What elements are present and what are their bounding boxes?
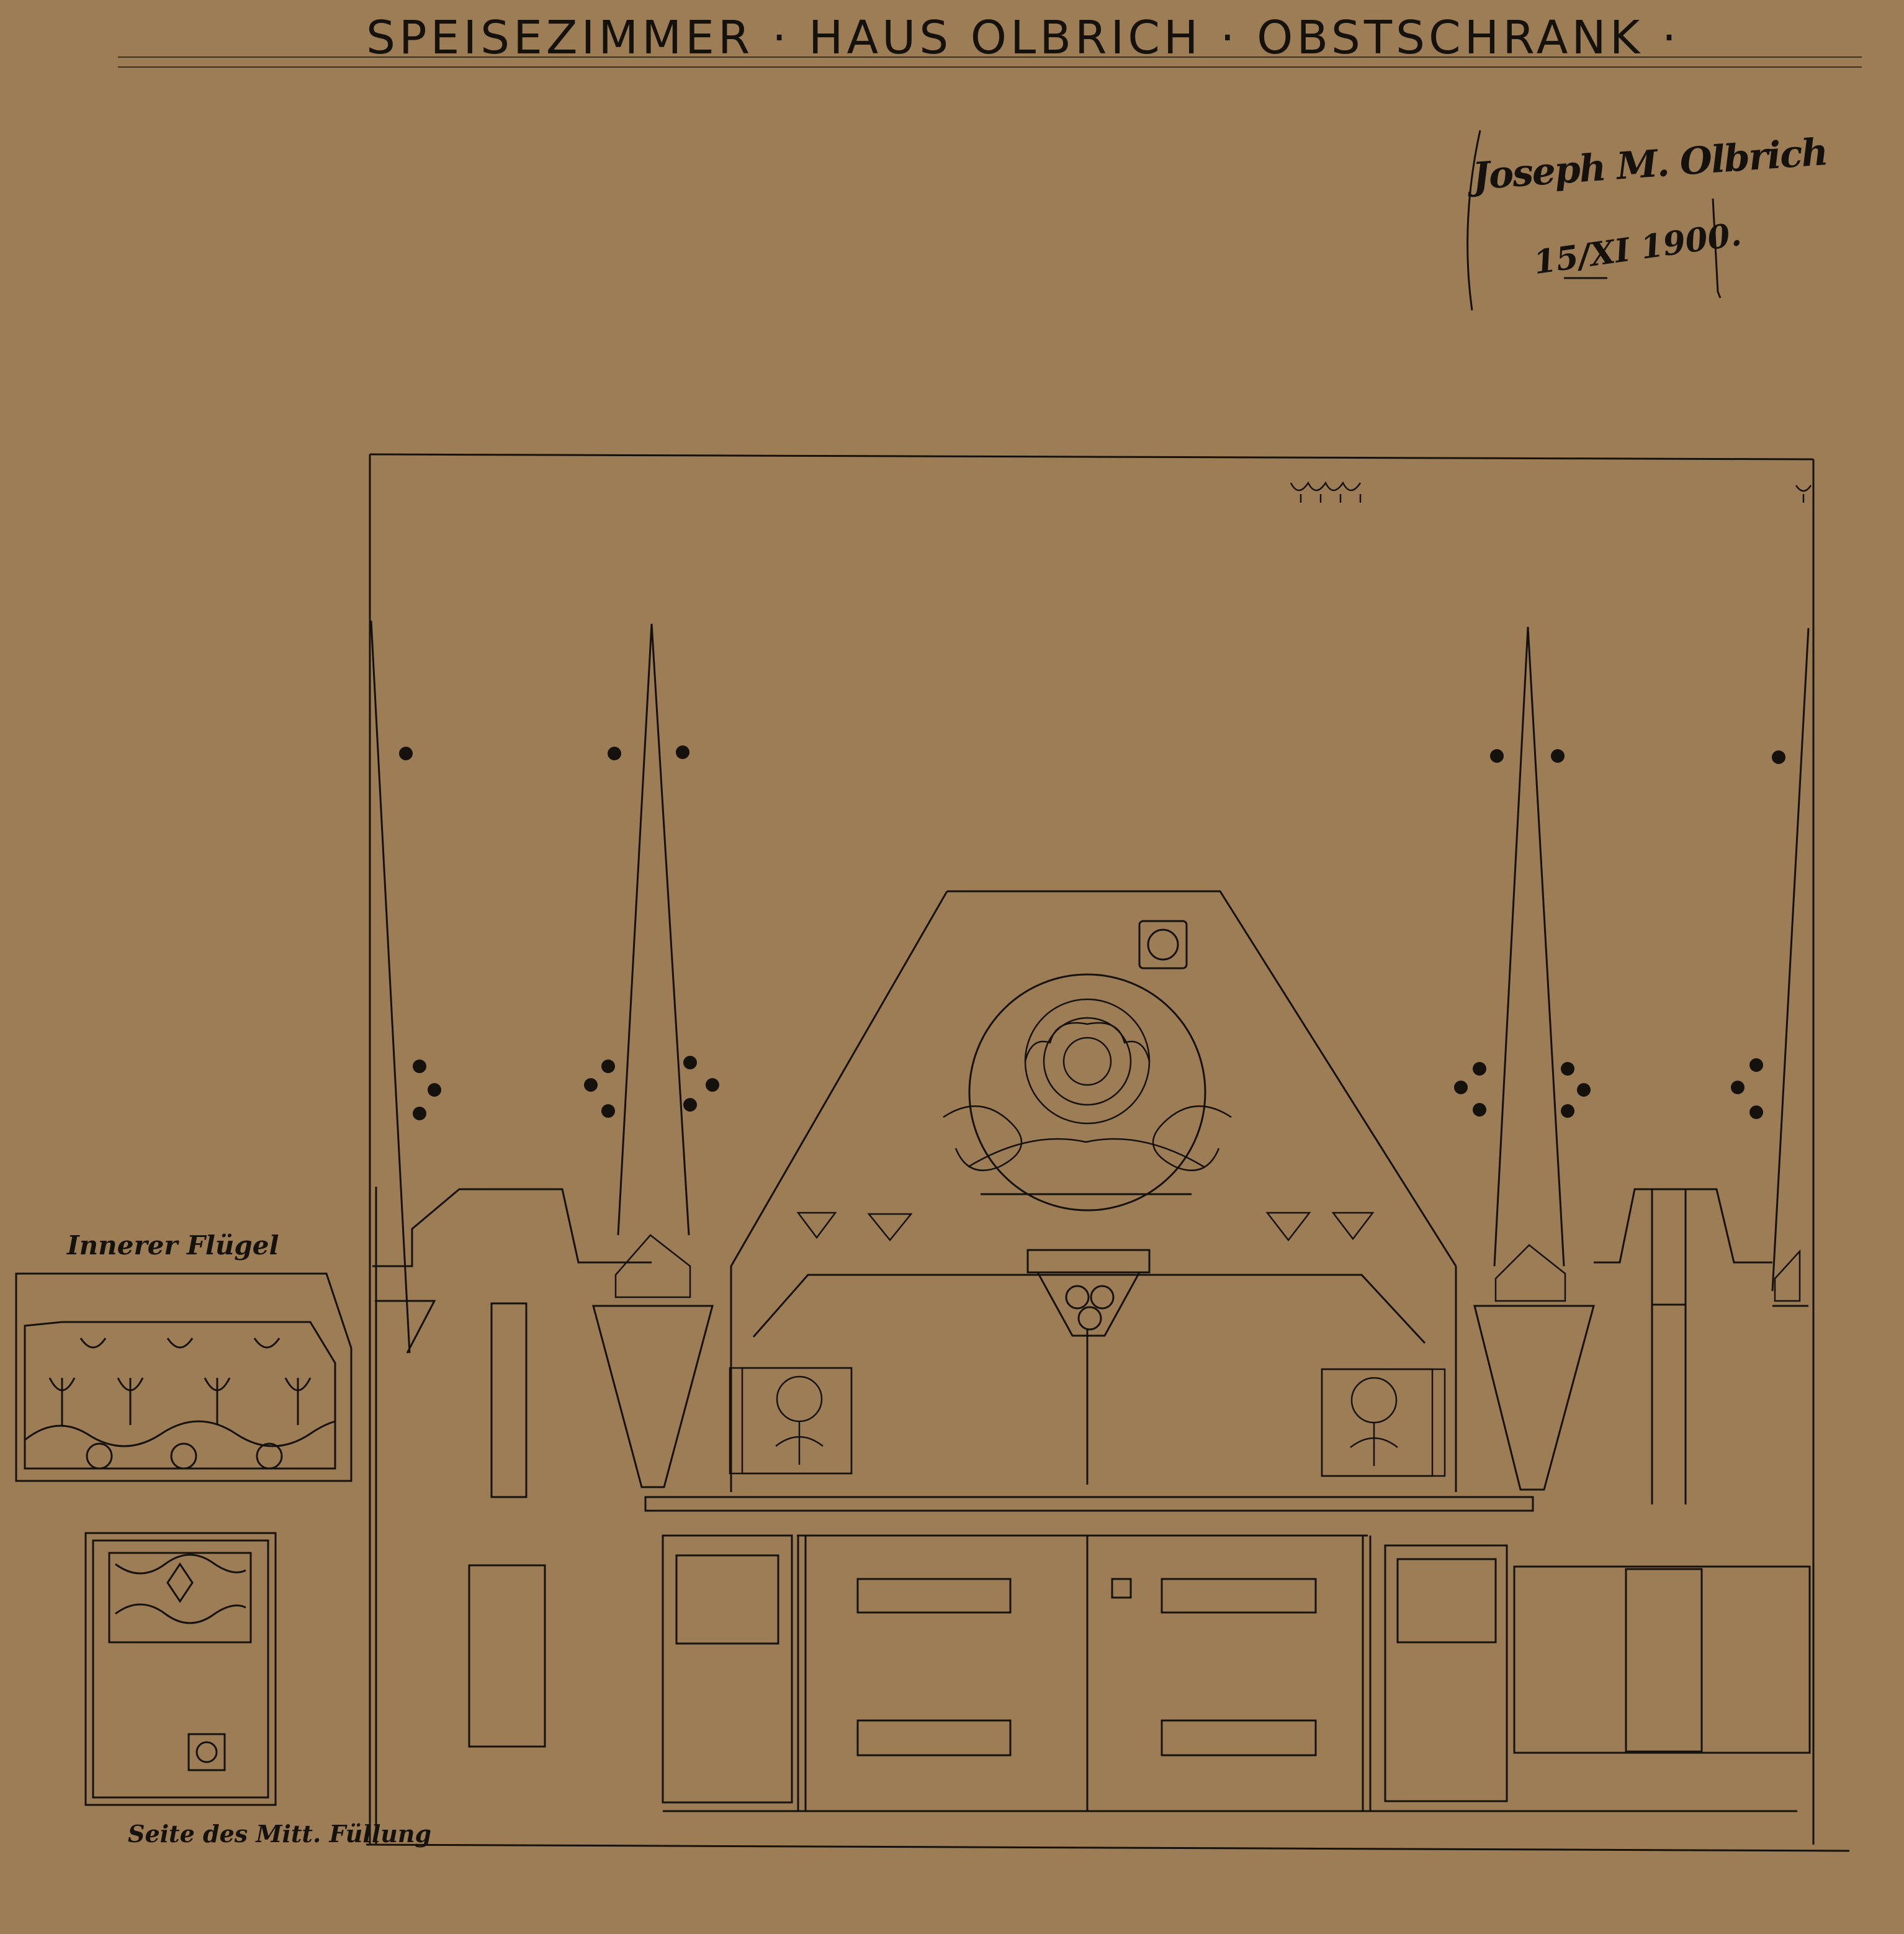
inset-inner-wing: [15, 1272, 353, 1482]
carved-panels: [729, 1367, 1446, 1477]
lower-cabinet: [644, 1496, 1811, 1812]
central-gable: [730, 890, 1457, 1492]
side-wings: [372, 1188, 1808, 1748]
leaf-ornaments: [796, 1212, 1375, 1242]
spire-brackets: [614, 1234, 1801, 1302]
central-bracket: [1026, 1249, 1151, 1337]
cabinet-outline: [366, 453, 1850, 1852]
top-ornament: [1290, 481, 1812, 503]
spire-blades: [370, 620, 1810, 1354]
drawing-title: SPEISEZIMMER · HAUS OLBRICH · OBSTSCHRAN…: [366, 11, 1681, 65]
inset-label-inner-wing: Innerer Flügel: [67, 1230, 279, 1261]
inset-side-panel: [84, 1532, 277, 1806]
title-rules: [118, 56, 1862, 68]
decorative-dots: [399, 745, 1785, 1120]
flower-rosette: [943, 998, 1232, 1171]
signature-flourish: [1466, 130, 1722, 311]
inset-label-side-panel: Seite des Mitt. Füllung: [128, 1820, 432, 1848]
